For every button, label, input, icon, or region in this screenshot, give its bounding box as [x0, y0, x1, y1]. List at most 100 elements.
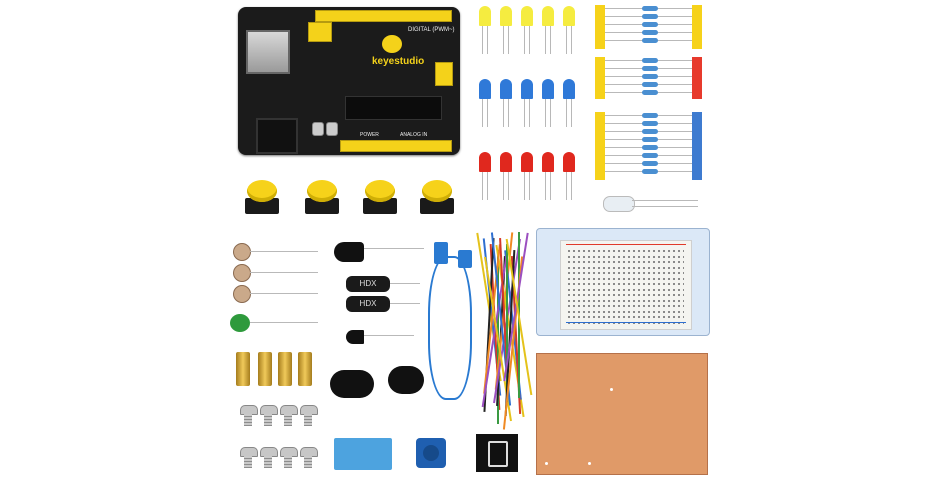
digital-label: DIGITAL (PWM~) [408, 27, 455, 33]
led [542, 6, 554, 26]
led-leg [503, 99, 504, 127]
led [500, 6, 512, 26]
breadboard-hole-row [568, 277, 684, 280]
screw-shank [244, 456, 252, 468]
led [500, 79, 512, 99]
led-leg [482, 26, 483, 54]
led-leg [571, 26, 572, 54]
push-button-cap [365, 180, 395, 202]
potentiometer-knob [423, 445, 439, 461]
breadboard-hole-row [568, 294, 684, 296]
led-leg [482, 172, 483, 200]
resistor-tape [692, 112, 702, 180]
photoresistor [233, 264, 251, 282]
prototype-board [536, 353, 708, 475]
brass-standoff [278, 352, 292, 386]
seven-segment-digit [488, 441, 508, 467]
screw-shank [264, 414, 272, 426]
rgb-led [603, 196, 635, 212]
screw-shank [304, 456, 312, 468]
led-leg [545, 172, 546, 200]
breadboard [560, 240, 692, 330]
brass-standoff [236, 352, 250, 386]
resistor [642, 90, 658, 95]
brass-standoff [258, 352, 272, 386]
led [563, 6, 575, 26]
usb-cable-plug [434, 242, 448, 264]
buzzer-active [388, 366, 424, 394]
rgb-led-leg [632, 200, 698, 201]
led [521, 6, 533, 26]
side-header [435, 62, 453, 86]
mounting-hole [610, 388, 613, 391]
push-button-base [305, 198, 339, 214]
resistor [642, 14, 658, 19]
photoresistor [233, 285, 251, 303]
led-leg [566, 172, 567, 200]
analog-label: ANALOG IN [400, 132, 428, 138]
led-leg [487, 99, 488, 127]
breadboard-hole-row [568, 250, 684, 252]
screw-shank [284, 456, 292, 468]
breadboard-rail [566, 322, 686, 323]
resistor [642, 153, 658, 158]
led-leg [508, 26, 509, 54]
microcontroller-chip [345, 96, 442, 120]
resistor [642, 161, 658, 166]
dht11-sensor [334, 438, 392, 470]
resistor [642, 58, 658, 63]
resistor [642, 121, 658, 126]
resistor-tape [692, 57, 702, 99]
led-leg [524, 99, 525, 127]
power-label: POWER [360, 132, 379, 138]
push-button-base [420, 198, 454, 214]
resistor [642, 137, 658, 142]
led-leg [529, 99, 530, 127]
mounting-hole [588, 462, 591, 465]
led [542, 79, 554, 99]
capacitor-hdx: HDX [346, 296, 390, 312]
power-analog-header [340, 140, 452, 152]
screw-shank [264, 456, 272, 468]
breadboard-hole-row [568, 283, 684, 285]
led-leg [508, 172, 509, 200]
led [563, 152, 575, 172]
led-leg [503, 172, 504, 200]
digital-header [315, 10, 452, 22]
component-leg [390, 283, 420, 284]
led [542, 152, 554, 172]
resistor-tape [595, 5, 605, 49]
resistor [642, 22, 658, 27]
led [479, 6, 491, 26]
led [479, 152, 491, 172]
capacitor [326, 122, 338, 136]
component-leg [250, 272, 318, 273]
breadboard-rail [566, 244, 686, 245]
rgb-led-leg [632, 206, 698, 207]
push-button-base [245, 198, 279, 214]
capacitor-hdx: HDX [346, 276, 390, 292]
screw-shank [244, 414, 252, 426]
component-leg [364, 248, 424, 249]
led-leg [482, 99, 483, 127]
breadboard-hole-row [568, 288, 684, 291]
led-leg [566, 99, 567, 127]
push-button-base [363, 198, 397, 214]
icsp-header [308, 22, 332, 42]
push-button-cap [247, 180, 277, 202]
usb-cable [428, 256, 472, 400]
push-button-cap [422, 180, 452, 202]
buzzer-passive [330, 370, 374, 398]
jumper-wire [506, 244, 508, 402]
led-leg [529, 172, 530, 200]
ir-receiver [334, 242, 364, 262]
breadboard-hole-row [568, 316, 684, 318]
capacitor [312, 122, 324, 136]
resistor [642, 145, 658, 150]
dc-jack [256, 118, 298, 154]
component-leg [250, 293, 318, 294]
breadboard-hole-row [568, 272, 684, 274]
resistor [642, 113, 658, 118]
resistor [642, 129, 658, 134]
breadboard-hole-row [568, 261, 684, 263]
